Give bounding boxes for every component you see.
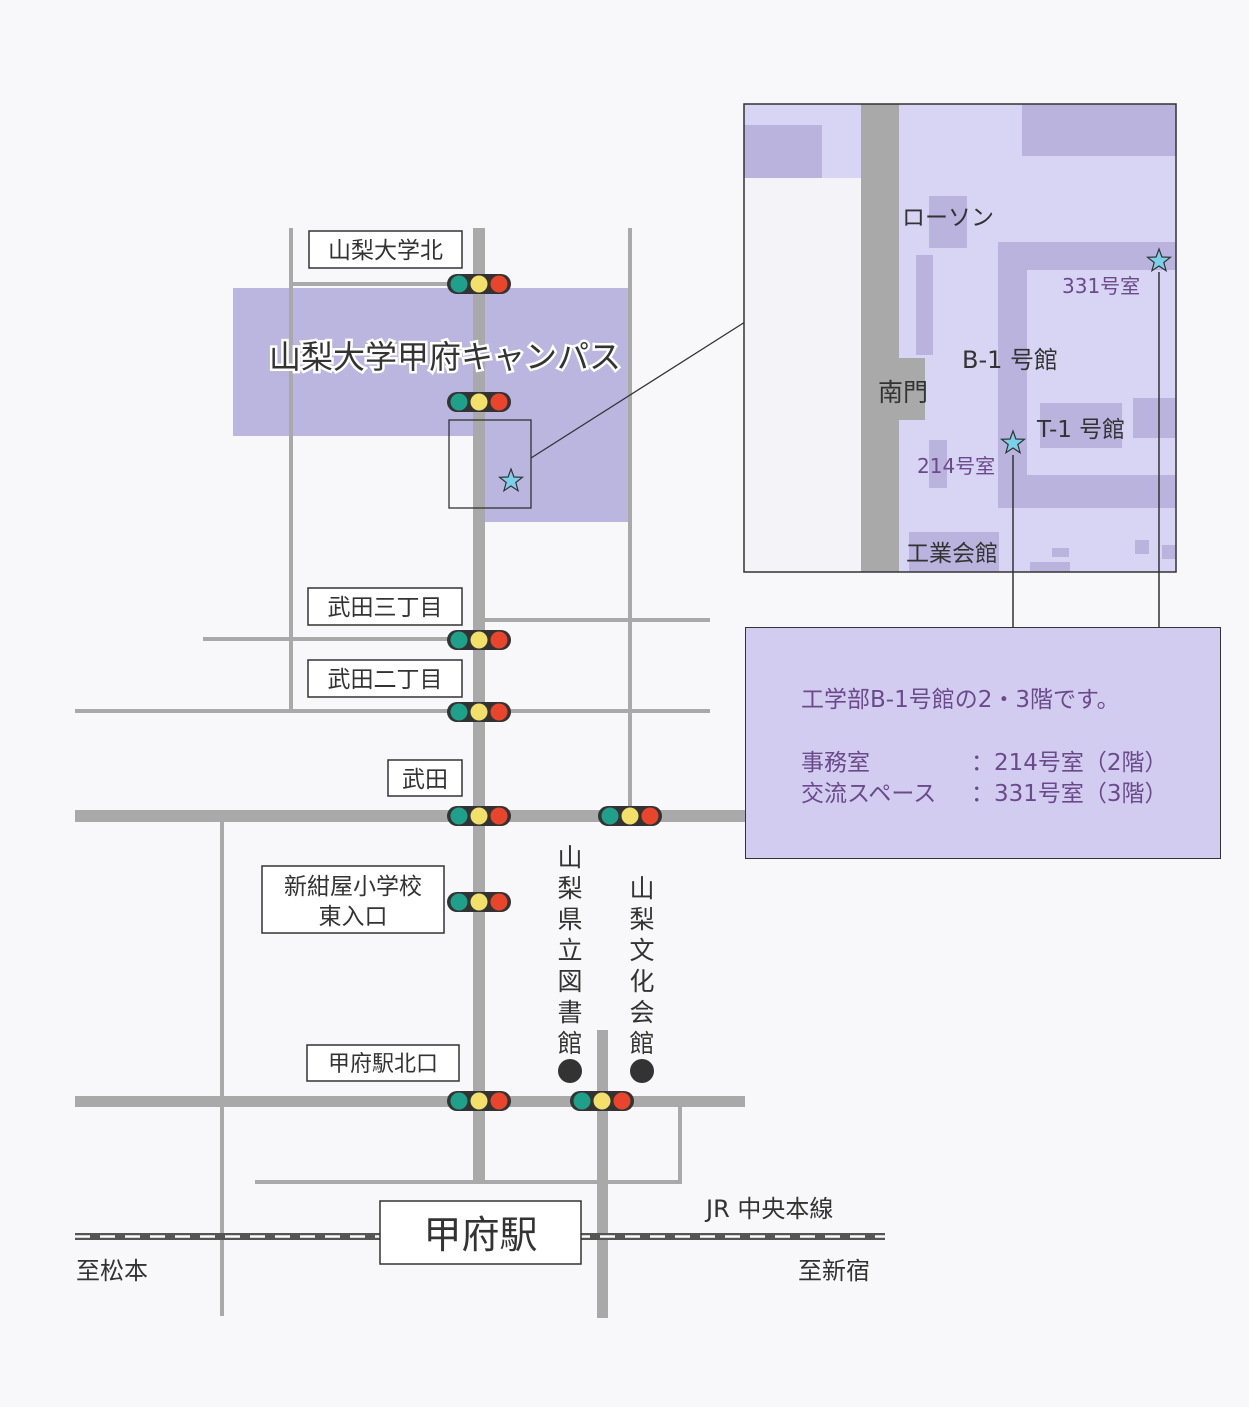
room-331-star-icon [1145, 247, 1173, 273]
takeda2-street [75, 709, 710, 713]
inset-lawson-label: ローソン [902, 205, 994, 231]
inset-room-214-label: 214号室 [917, 454, 995, 478]
inset-block-s3 [1135, 540, 1149, 554]
east-street [628, 228, 632, 818]
info-floor-note: 工学部B-1号館の2・3階です。 [801, 687, 1120, 713]
inset-lawson-block [929, 196, 967, 248]
room-214-star-icon [999, 429, 1027, 455]
inset-small-block [929, 440, 947, 488]
traffic-signal-icon [447, 392, 511, 412]
inset-t1-label: T-1 号館 [1036, 417, 1125, 443]
inset-map: ローソン 331号室 B-1 号館 南門 T-1 号館 214号室 工業会館 [743, 103, 1177, 627]
stop-label-takeda: 武田 [402, 767, 448, 793]
info-space-key: 交流スペース [801, 781, 937, 807]
west-street [289, 228, 293, 712]
inset-block-ne [1022, 104, 1176, 156]
traffic-signal-icon [447, 630, 511, 650]
location-star-icon [497, 467, 525, 493]
rail-line-name: JR 中央本線 [704, 1195, 833, 1223]
landmark-library-label: 山梨県立図書館 [557, 843, 582, 1058]
inset-gate-notch [899, 358, 925, 420]
inset-main-avenue [861, 104, 899, 572]
info-space-value: ：331号室（3階） [971, 781, 1168, 807]
traffic-signal-icon [447, 1091, 511, 1111]
info-panel: 工学部B-1号館の2・3階です。 事務室 ：214号室（2階） 交流スペース ：33… [745, 627, 1221, 859]
info-space-row: 交流スペース ：331号室（3階） [801, 774, 1168, 808]
far-west-street [220, 818, 224, 1316]
stop-label-takeda-3: 武田三丁目 [328, 595, 443, 621]
station-box [379, 1200, 582, 1265]
campus-name: 山梨大学甲府キャンパス [269, 338, 621, 376]
inset-block-s4 [1162, 545, 1176, 559]
inset-strip [916, 255, 933, 355]
station-east-street [597, 1030, 608, 1318]
inset-south-gate-label: 南門 [878, 378, 928, 407]
stop-label-yamanashi-univ-north: 山梨大学北 [328, 238, 443, 264]
traffic-signal-icon [570, 1091, 634, 1111]
inset-block-s2 [1052, 548, 1069, 557]
inset-room-331-label: 331号室 [1062, 274, 1140, 298]
stop-box-kofu-north-exit [306, 1044, 460, 1082]
stop-box-takeda-2 [307, 659, 463, 698]
stop-box-yamanashi-univ-north [308, 230, 463, 269]
inset-block-nw [744, 125, 822, 178]
landmark-library-dot-icon [558, 1059, 582, 1083]
inset-b1-label: B-1 号館 [962, 346, 1058, 374]
inset-industry-hall-label: 工業会館 [906, 541, 998, 567]
station-name: 甲府駅 [423, 1213, 537, 1257]
stop-label-takeda-2: 武田二丁目 [328, 667, 443, 693]
stop-box-takeda [387, 759, 463, 797]
station-loop-south [255, 1180, 682, 1184]
traffic-signal-icon [447, 806, 511, 826]
station-north-street [75, 1096, 745, 1107]
landmark-culture-hall-label: 山梨文化会館 [629, 874, 654, 1058]
stop-label-shinkonya-line2: 東入口 [319, 904, 388, 930]
traffic-signal-icon [447, 274, 511, 294]
inset-industry-hall-block [909, 532, 999, 572]
stop-box-takeda-3 [307, 587, 463, 626]
station-loop-street [678, 1102, 682, 1182]
traffic-signal-icon [447, 892, 511, 912]
stop-label-kofu-north-exit: 甲府駅北口 [328, 1052, 438, 1077]
campus-area [233, 288, 628, 522]
landmark-library: 山梨県立図書館 [557, 843, 583, 1083]
rail-to-west: 至松本 [76, 1257, 148, 1285]
landmark-culture-hall-dot-icon [630, 1059, 654, 1083]
rail-to-east: 至新宿 [798, 1257, 870, 1285]
info-office-value: ：214号室（2階） [971, 750, 1168, 776]
zoom-area-box [448, 419, 532, 509]
traffic-signals [447, 274, 662, 1111]
traffic-signal-icon [598, 806, 662, 826]
inset-offcampus-area [744, 178, 861, 572]
stop-labels: 山梨大学北 武田三丁目 武田二丁目 武田 新紺屋小学校 東入口 甲府駅北口 [261, 230, 463, 1082]
inset-block-s1 [1030, 562, 1070, 572]
zoom-connector-line [530, 321, 746, 459]
stop-label-shinkonya-line1: 新紺屋小学校 [284, 874, 422, 900]
info-office-row: 事務室 ：214号室（2階） [801, 743, 1168, 777]
takeda3-street-west [203, 637, 473, 641]
landmark-culture-hall: 山梨文化会館 [629, 874, 655, 1083]
stop-box-shinkonya [261, 865, 445, 934]
takeda3-street-east [485, 618, 710, 622]
inset-building-t1 [1040, 403, 1122, 448]
info-office-key: 事務室 [801, 750, 870, 776]
north-street [291, 282, 477, 286]
inset-building-east [1133, 398, 1176, 438]
takeda-street [75, 810, 745, 822]
traffic-signal-icon [447, 702, 511, 722]
inset-border [743, 103, 1177, 573]
